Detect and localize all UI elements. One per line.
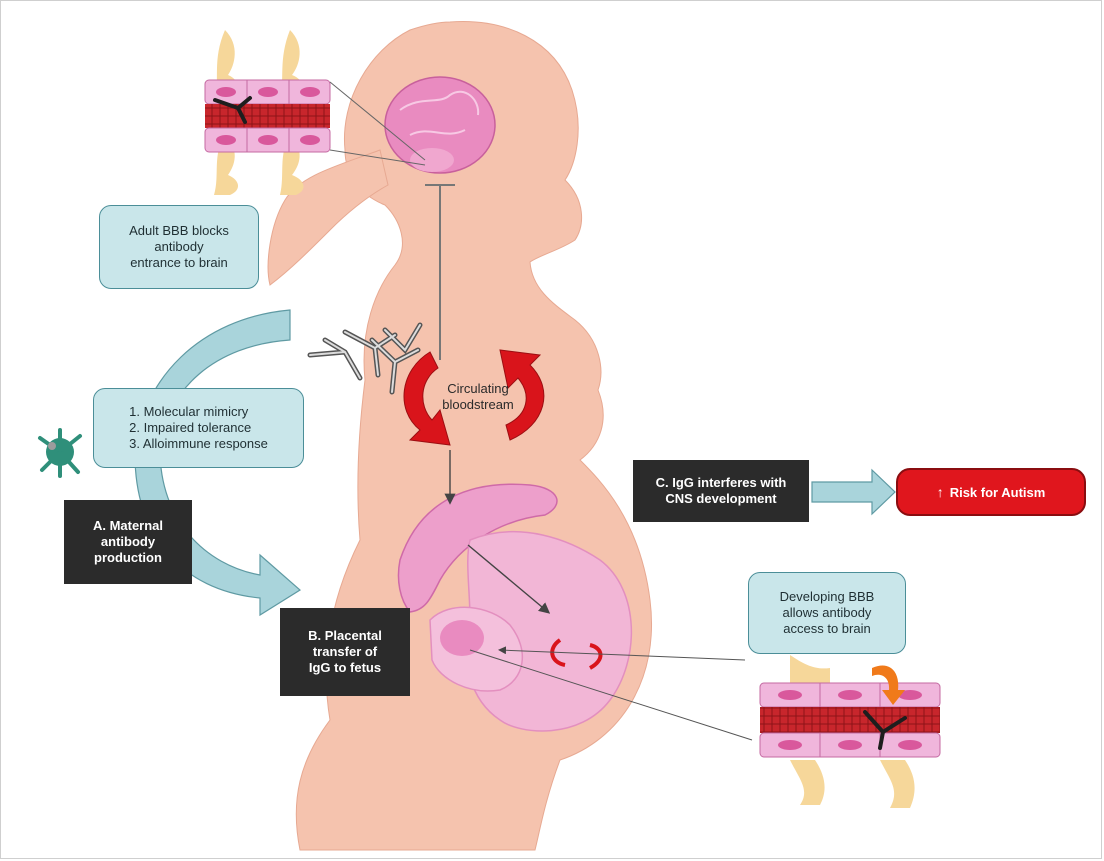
maternal-production-label: A. Maternal antibody production — [64, 500, 192, 584]
risk-for-autism-badge: ↑ Risk for Autism — [896, 468, 1086, 516]
adult-bbb-label: Adult BBB blocks antibody entrance to br… — [99, 205, 259, 289]
mechanisms-label: 1. Molecular mimicry 2. Impaired toleran… — [93, 388, 304, 468]
developing-bbb-label: Developing BBB allows antibody access to… — [748, 572, 906, 654]
cns-to-risk-arrow — [812, 470, 895, 514]
developing-vessel-diagram — [760, 655, 940, 808]
up-arrow-icon: ↑ — [937, 484, 944, 500]
circulating-label: Circulating bloodstream — [433, 381, 523, 413]
risk-text: Risk for Autism — [950, 485, 1046, 500]
immune-cell-icon — [40, 430, 80, 476]
cns-interference-label: C. IgG interferes with CNS development — [633, 460, 809, 522]
maternal-brain — [385, 77, 495, 173]
placental-transfer-label: B. Placental transfer of IgG to fetus — [280, 608, 410, 696]
